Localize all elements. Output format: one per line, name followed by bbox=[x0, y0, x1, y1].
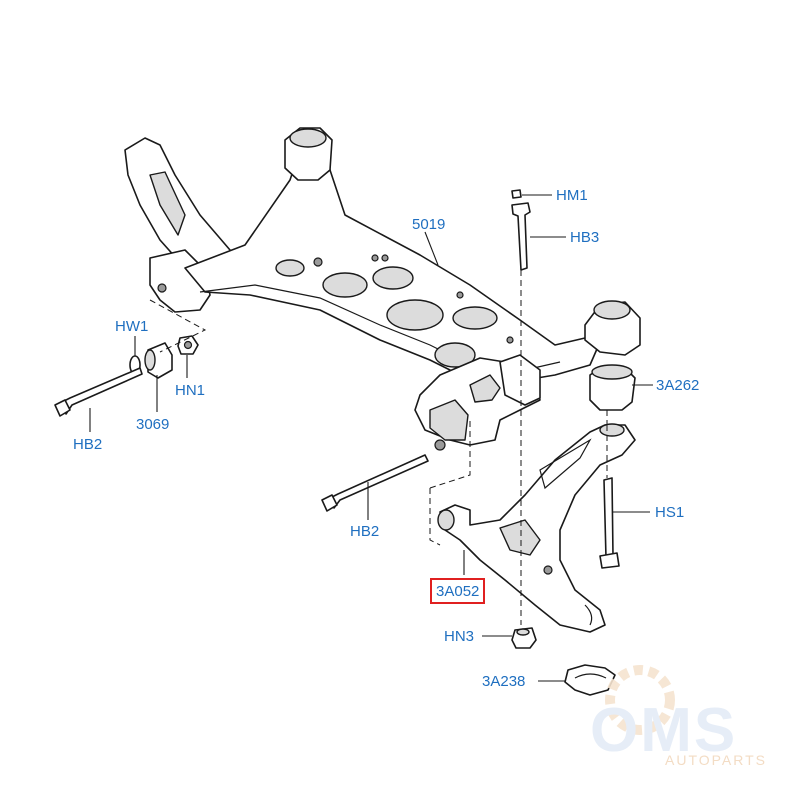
label-hb2-middle: HB2 bbox=[350, 523, 380, 540]
leader-lines bbox=[89, 194, 653, 682]
label-3a052-highlighted: 3A052 bbox=[430, 578, 486, 604]
label-hn1: HN1 bbox=[175, 382, 206, 399]
watermark-sub: AUTOPARTS bbox=[665, 752, 768, 768]
label-3a262: 3A262 bbox=[656, 377, 700, 394]
watermark-logo bbox=[605, 665, 675, 735]
alignment-lines bbox=[429, 270, 608, 625]
label-5019: 5019 bbox=[412, 216, 446, 233]
label-3069: 3069 bbox=[136, 416, 170, 433]
bushing-3a262 bbox=[589, 364, 636, 411]
label-hs1: HS1 bbox=[655, 504, 685, 521]
watermark-brand: OMS bbox=[590, 696, 738, 765]
right-hardware bbox=[321, 189, 620, 696]
label-hb2-left: HB2 bbox=[73, 436, 103, 453]
left-bushing-group bbox=[54, 299, 207, 417]
label-hn3: HN3 bbox=[444, 628, 475, 645]
label-hm1: HM1 bbox=[556, 187, 588, 204]
subframe-5019 bbox=[124, 127, 641, 451]
label-hb3: HB3 bbox=[570, 229, 600, 246]
label-hw1: HW1 bbox=[115, 318, 149, 335]
control-arm-3a052 bbox=[437, 423, 636, 633]
label-3a238: 3A238 bbox=[482, 673, 526, 690]
